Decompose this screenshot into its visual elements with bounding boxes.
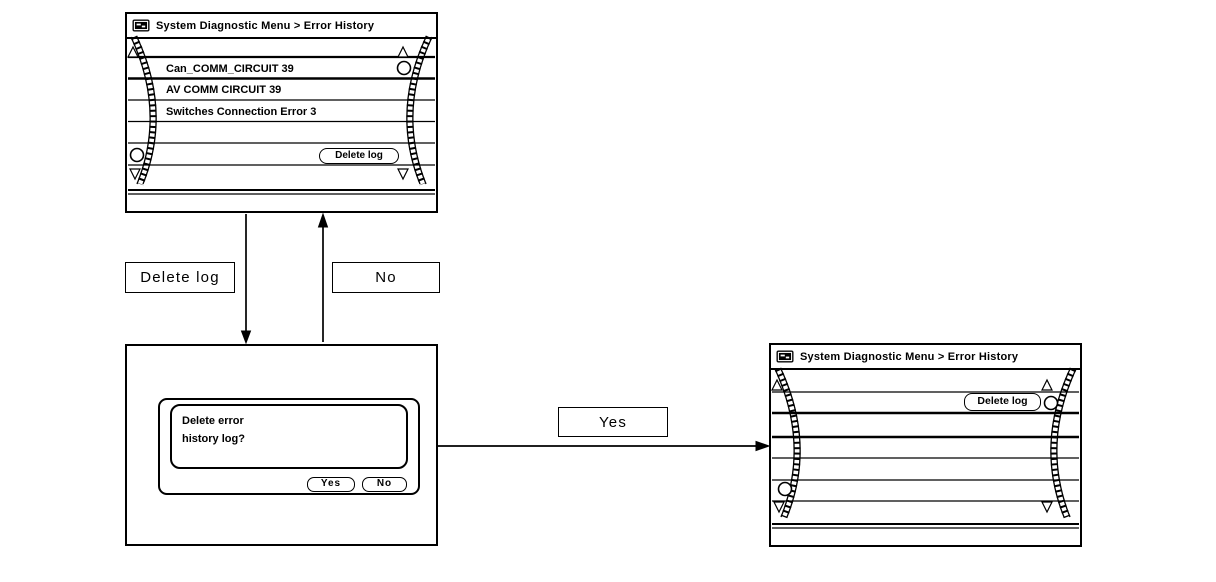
triangle-up-icon [1041,378,1053,391]
delete-log-button[interactable]: Delete log [964,393,1041,411]
dialog-message-box [170,404,408,469]
triangle-up-icon [397,45,409,58]
flow-label-no: No [332,262,440,293]
triangle-down-icon [1041,501,1053,514]
circle-marker-icon [777,481,793,497]
titlebar: System Diagnostic Menu > Error History [127,14,436,39]
arrow-no [317,212,329,342]
triangle-down-icon [129,168,141,181]
yes-button[interactable]: Yes [307,477,355,492]
dial-decoration [127,35,435,195]
delete-log-button[interactable]: Delete log [319,148,399,164]
display-icon [776,350,794,363]
triangle-down-icon [397,168,409,181]
circle-marker-icon [129,147,145,163]
screen-delete-confirm: Yes No Delete error history log? [125,344,438,546]
triangle-up-icon [771,378,783,391]
right-dial-arc [396,35,433,186]
dialog-message: Delete error history log? [182,412,245,448]
no-button[interactable]: No [362,477,407,492]
arrow-yes [438,440,771,452]
left-dial-arc [127,35,157,186]
screen-title: System Diagnostic Menu > Error History [156,19,375,32]
arrow-delete-log [240,214,252,345]
flow-label-delete-log: Delete log [125,262,235,293]
triangle-up-icon [127,45,139,58]
left-dial-arc [771,367,801,519]
error-row[interactable]: Switches Connection Error 3 [166,105,317,118]
screen-title: System Diagnostic Menu > Error History [800,350,1019,363]
triangle-down-icon [773,501,785,514]
dial-decoration [771,367,1079,529]
right-dial-arc [1041,367,1077,519]
titlebar: System Diagnostic Menu > Error History [771,345,1080,370]
dialog-outer-box: Yes No [158,398,420,495]
circle-marker-icon [396,60,412,76]
display-icon [132,19,150,32]
circle-marker-icon [1043,395,1059,411]
error-row[interactable]: AV COMM CIRCUIT 39 [166,84,282,96]
dialog-message-line1: Delete error [182,415,244,427]
screen-error-history-empty: System Diagnostic Menu > Error History [769,343,1082,547]
error-row[interactable]: Can_COMM_CIRCUIT 39 [166,62,294,75]
flow-label-yes: Yes [558,407,668,437]
dialog-message-line2: history log? [182,433,245,445]
screen-error-history-list: System Diagnostic Menu > Error History [125,12,438,213]
